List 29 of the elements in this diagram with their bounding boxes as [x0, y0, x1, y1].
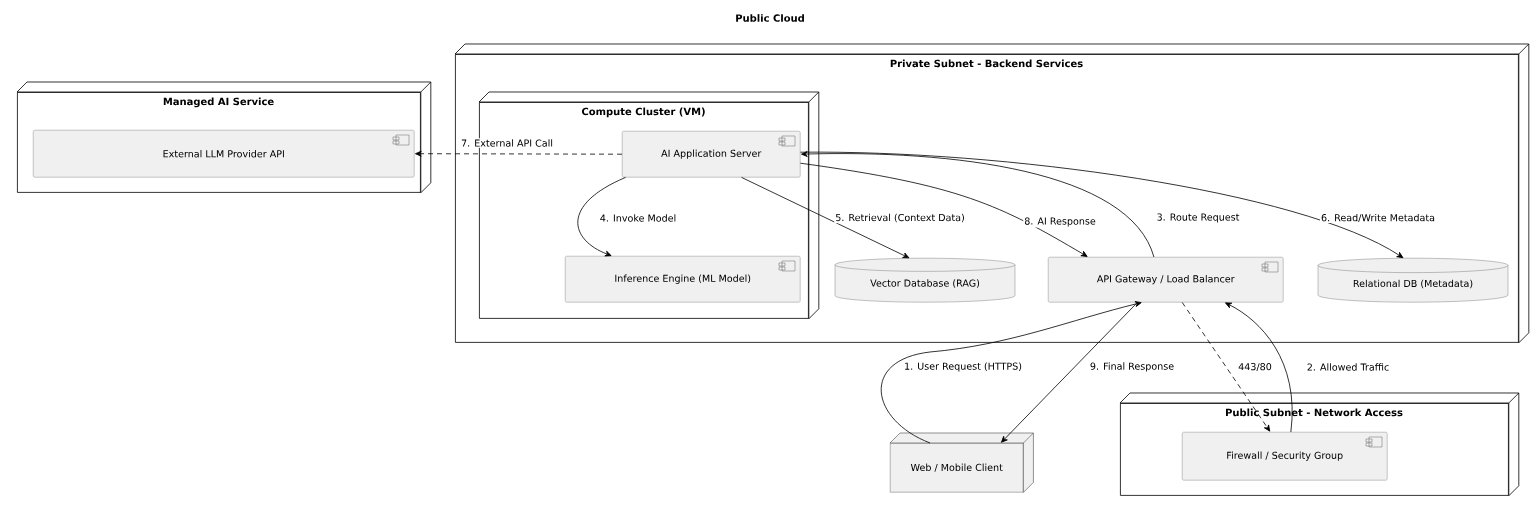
edge-label: 3. Route Request [1155, 212, 1241, 224]
edge-label: 4. Invoke Model [598, 213, 678, 223]
edge-label: 6. Read/Write Metadata [1320, 212, 1436, 224]
arrow [1001, 302, 1138, 443]
arrow [800, 151, 1404, 259]
edge-label: 9. Final Response [1088, 361, 1176, 373]
arrow [415, 150, 623, 157]
title: Public Cloud [736, 14, 804, 22]
arrow [577, 177, 626, 257]
database-cylinder: Vector Database (RAG) [834, 258, 1016, 303]
arrow [800, 162, 1088, 257]
edge-label: 443/80 [1237, 362, 1273, 372]
arrow [880, 301, 1142, 444]
edge-label: 8. AI Response [1023, 216, 1097, 228]
arrow [741, 177, 910, 259]
component-box: Inference Engine (ML Model) [565, 256, 801, 303]
component-box: AI Application Server [622, 131, 801, 178]
edge-label: 7. External API Call [460, 138, 554, 148]
edge-label: 2. Allowed Traffic [1305, 362, 1391, 372]
edge-label: 1. User Request (HTTPS) [903, 361, 1023, 373]
component-box: Firewall / Security Group [1182, 432, 1388, 481]
arrow [801, 151, 1155, 258]
arrow [1181, 302, 1271, 432]
component-box: API Gateway / Load Balancer [1048, 257, 1284, 303]
arrow [1225, 302, 1293, 433]
edge-label: 5. Retrieval (Context Data) [834, 212, 966, 224]
client-box: Web / Mobile Client [889, 432, 1034, 493]
database-cylinder: Relational DB (Metadata) [1317, 258, 1509, 303]
component-box: External LLM Provider API [33, 130, 415, 178]
